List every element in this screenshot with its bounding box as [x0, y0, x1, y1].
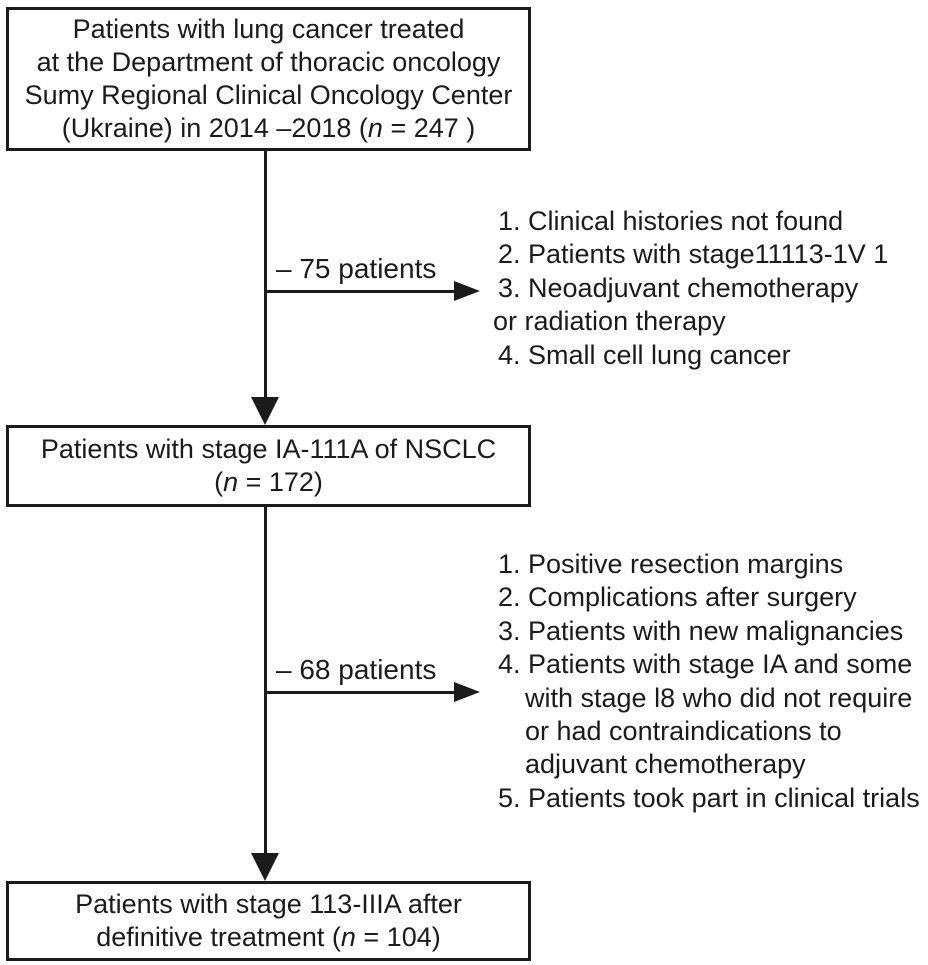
exclusion-item: 3. Patients with new malignancies	[498, 615, 904, 646]
arrowhead-right-1-icon	[454, 281, 480, 301]
exclusion-item: 5. Patients took part in clinical trials	[498, 782, 920, 813]
branch-arrow-line-2	[265, 691, 457, 694]
exclusion-item: 2. Complications after surgery	[498, 582, 857, 613]
box-stage-ia-iiia-nsclc: Patients with stage IA-111A of NSCLC (n …	[6, 425, 531, 507]
exclusion-list-2: 1. Positive resection margins 2. Complic…	[498, 548, 928, 815]
exclusion-item-continuation: adjuvant chemotherapy	[525, 749, 806, 780]
exclusion-item: 3. Neoadjuvant chemotherapy	[498, 272, 859, 303]
exclusion-item: 2. Patients with stage11113-1V 1	[498, 239, 889, 270]
arrowhead-right-2-icon	[454, 682, 480, 702]
exclusion-item: 1. Positive resection margins	[498, 549, 844, 579]
box-line: Sumy Regional Clinical Oncology Center	[24, 80, 513, 110]
box-line: Patients with stage IA-111A of NSCLC	[40, 434, 497, 464]
arrowhead-down-2-icon	[251, 853, 279, 881]
excluded-count-label-2: – 68 patients	[276, 654, 437, 685]
exclusion-item: 4. Small cell lung cancer	[498, 339, 791, 370]
connector-down-2	[264, 507, 267, 855]
exclusion-item: 4. Patients with stage IA and some	[498, 649, 913, 680]
box-line: Patients with lung cancer treated	[72, 14, 465, 44]
box-line: at the Department of thoracic oncology	[36, 47, 501, 77]
exclusion-list-1: 1. Clinical histories not found 2. Patie…	[493, 205, 928, 372]
excluded-count-label-1: – 75 patients	[276, 253, 437, 284]
box-line: definitive treatment (n = 104)	[96, 922, 441, 952]
arrowhead-down-1-icon	[251, 397, 279, 425]
box-line: (n = 172)	[214, 467, 323, 497]
exclusion-item-continuation: or had contraindications to	[525, 716, 842, 747]
exclusion-item-continuation: with stage l8 who did not require	[525, 682, 913, 713]
exclusion-item-continuation: or radiation therapy	[493, 306, 726, 337]
branch-arrow-line-1	[265, 290, 457, 293]
exclusion-item: 1. Clinical histories not found	[498, 206, 844, 236]
box-definitive-treatment: Patients with stage 113-IIIA after defin…	[6, 881, 531, 961]
box-line: (Ukraine) in 2014 –2018 (n = 247 )	[61, 113, 476, 143]
box-initial-cohort: Patients with lung cancer treated at the…	[6, 7, 531, 151]
box-line: Patients with stage 113-IIIA after	[75, 889, 462, 919]
connector-down-1	[264, 150, 267, 400]
